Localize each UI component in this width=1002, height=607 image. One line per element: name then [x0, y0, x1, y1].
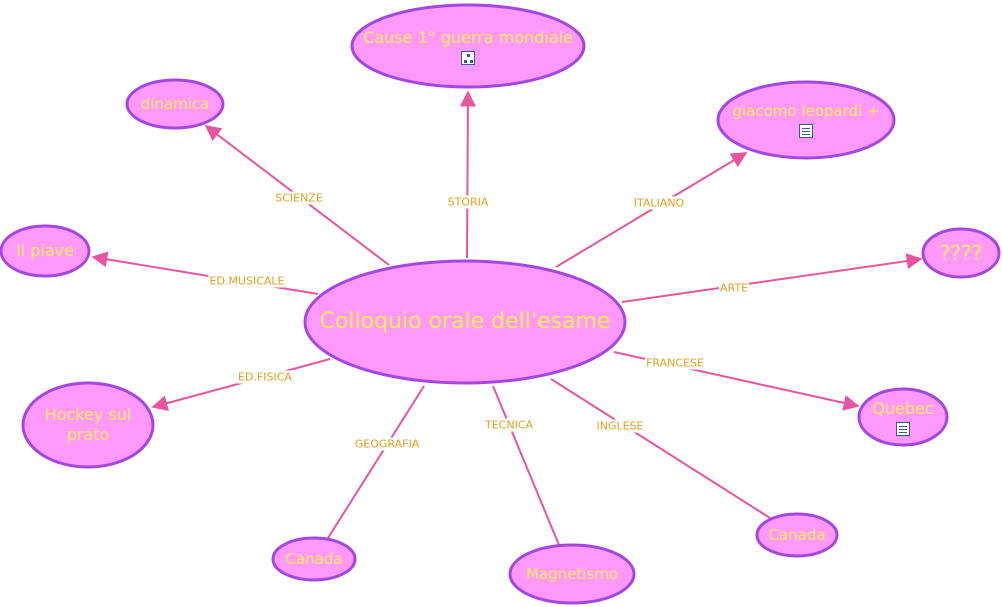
link-line-storia	[459, 90, 476, 259]
center-node[interactable]: Colloquio orale dell'esame	[305, 261, 625, 383]
node-shape-geografia[interactable]	[271, 536, 357, 582]
node-edmusicale[interactable]: Il piave	[1, 226, 89, 276]
node-shape-inglese[interactable]	[755, 512, 839, 558]
concept-map-icon[interactable]	[461, 50, 475, 65]
node-label-arte: ????	[939, 240, 983, 265]
node-shape-storia[interactable]	[350, 3, 586, 89]
link-line-arte	[621, 253, 923, 303]
node-label-scienze: dinamica	[140, 94, 210, 113]
node-tecnica[interactable]: Magnetismo	[510, 545, 634, 603]
node-shape-arte[interactable]	[921, 227, 1001, 279]
node-label-edfisica: Hockey sul prato	[44, 405, 132, 444]
link-label-arte: ARTE	[718, 281, 750, 295]
link-line-tecnica	[492, 385, 560, 546]
node-italiano[interactable]: giacomo leopardi +	[718, 82, 894, 158]
node-shape-scienze[interactable]	[125, 78, 225, 130]
node-edfisica[interactable]: Hockey sul prato	[23, 383, 153, 467]
node-label-edmusicale: Il piave	[16, 241, 74, 260]
link-label-tecnica: TECNICA	[483, 418, 535, 432]
link-line-geografia	[327, 385, 425, 539]
node-label-francese: Quebec	[872, 398, 934, 418]
link-line-inglese	[550, 378, 771, 519]
document-icon[interactable]	[799, 123, 813, 138]
node-label-geografia: Canada	[285, 549, 343, 568]
link-label-geografia: GEOGRAFIA	[353, 437, 421, 451]
node-shape-tecnica[interactable]	[508, 543, 636, 605]
node-arte[interactable]: ????	[923, 229, 999, 277]
node-shape-edmusicale[interactable]	[0, 224, 91, 278]
link-label-inglese: INGLESE	[595, 419, 645, 433]
center-node-shape[interactable]	[303, 259, 627, 385]
node-label-inglese: Canada	[768, 525, 826, 544]
node-scienze[interactable]: dinamica	[127, 80, 223, 128]
node-shape-italiano[interactable]	[716, 80, 896, 160]
link-label-edfisica: ED.FISICA	[237, 370, 293, 384]
link-line-italiano	[555, 152, 748, 268]
link-line-edmusicale	[91, 251, 319, 295]
node-label-storia: Cause 1° guerra mondiale	[363, 27, 573, 47]
node-label-italiano: giacomo leopardi +	[732, 102, 880, 121]
link-label-storia: STORIA	[446, 195, 490, 209]
node-francese[interactable]: Quebec	[859, 389, 947, 445]
link-label-francese: FRANCESE	[645, 356, 705, 370]
node-label-tecnica: Magnetismo	[525, 564, 619, 583]
node-shape-edfisica[interactable]	[21, 381, 155, 469]
link-label-edmusicale: ED.MUSICALE	[208, 274, 286, 288]
document-icon[interactable]	[896, 421, 910, 436]
center-node-label: Colloquio orale dell'esame	[319, 309, 611, 335]
node-geografia[interactable]: Canada	[273, 538, 355, 580]
node-inglese[interactable]: Canada	[757, 514, 837, 556]
node-shape-francese[interactable]	[857, 387, 949, 447]
link-label-scienze: SCIENZE	[274, 191, 324, 205]
node-storia[interactable]: Cause 1° guerra mondiale	[352, 5, 584, 87]
link-label-italiano: ITALIANO	[632, 196, 686, 210]
